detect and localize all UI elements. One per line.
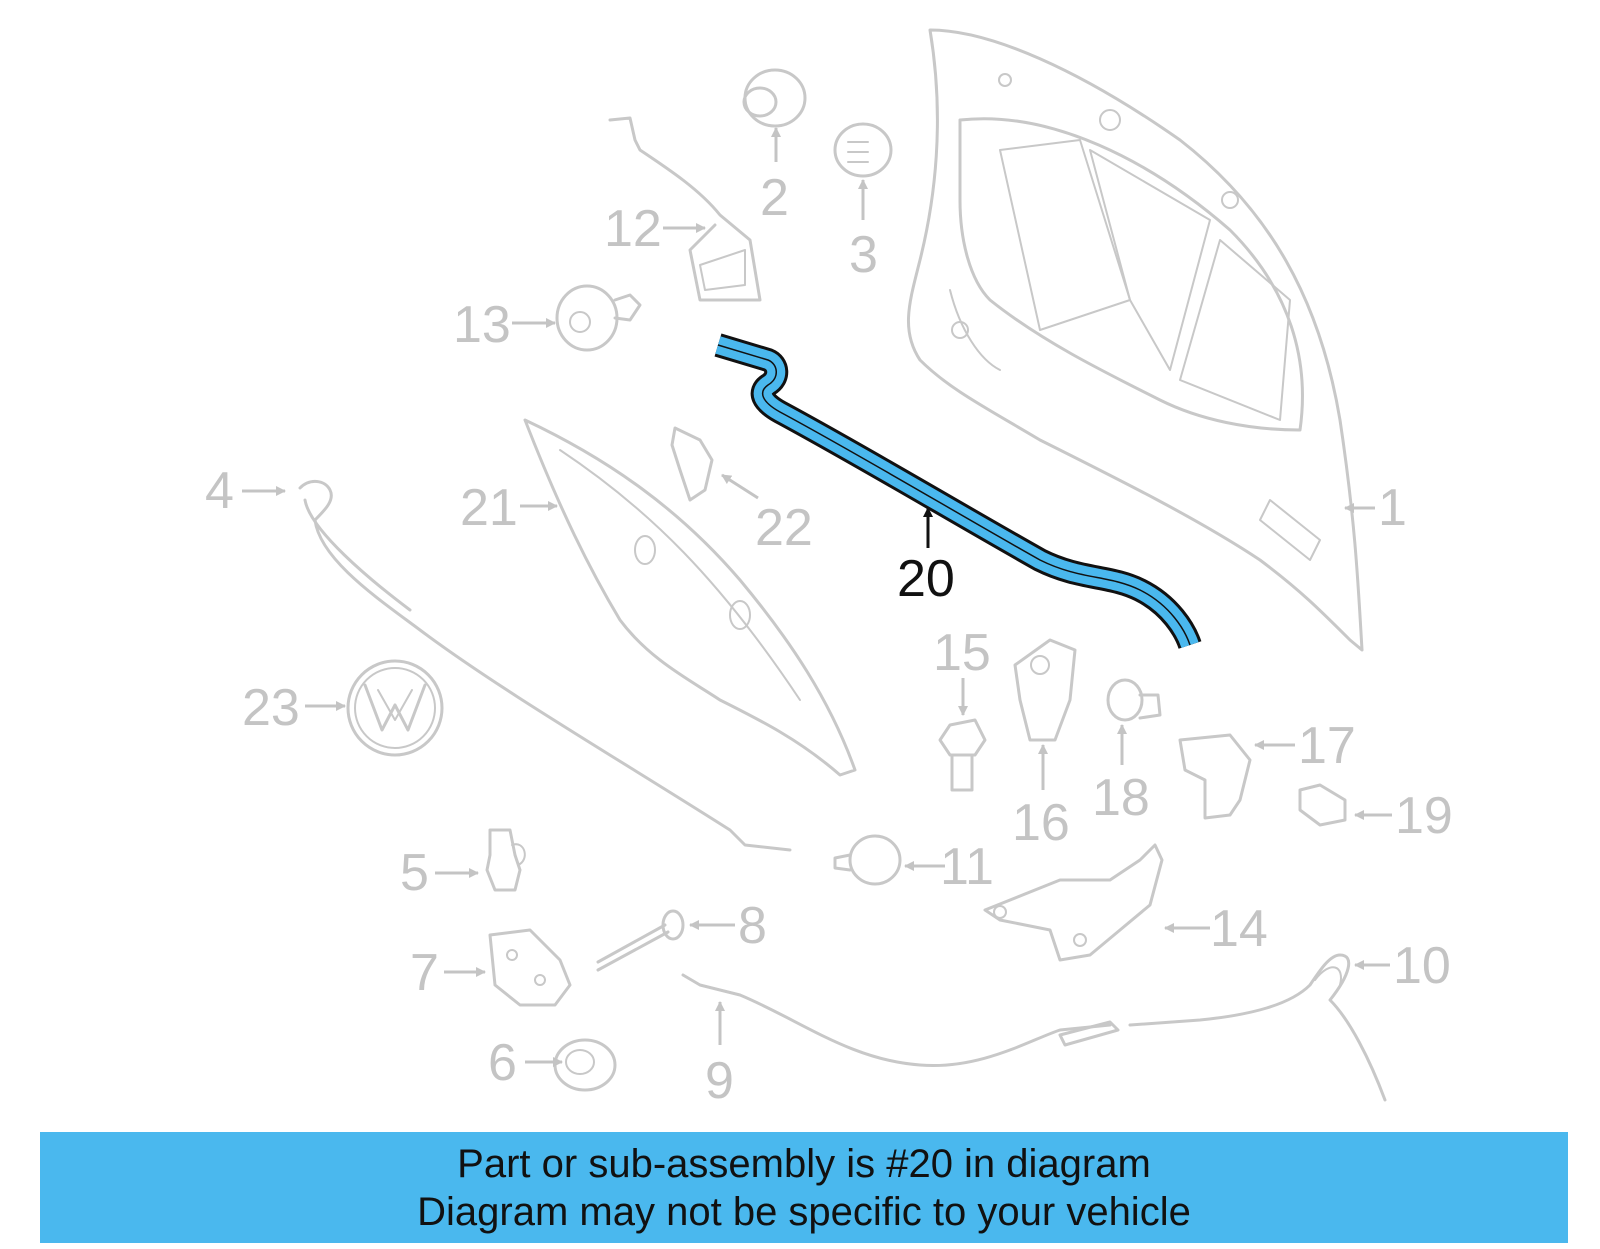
callout-label-2: 2 xyxy=(760,169,789,227)
callout-3: 3 xyxy=(849,179,878,284)
part-4-prop-rod xyxy=(298,480,792,852)
callout-label-15: 15 xyxy=(933,624,991,682)
callout-label-17: 17 xyxy=(1298,717,1356,775)
callout-4: 4 xyxy=(205,462,286,520)
callout-9: 9 xyxy=(705,1001,734,1110)
callout-label-6: 6 xyxy=(488,1034,517,1092)
callout-12: 12 xyxy=(604,200,706,258)
callout-20-highlighted: 20 xyxy=(897,507,955,608)
part-8-bolt xyxy=(596,909,685,972)
part-6-grommet xyxy=(553,1038,617,1092)
banner-line-2: Diagram may not be specific to your vehi… xyxy=(417,1189,1191,1234)
callout-label-22: 22 xyxy=(755,499,813,557)
callout-17: 17 xyxy=(1254,717,1356,775)
callout-label-5: 5 xyxy=(400,844,429,902)
part-3-buffer xyxy=(833,122,893,178)
callout-label-11: 11 xyxy=(940,838,994,896)
callout-2: 2 xyxy=(760,127,789,227)
part-15-bolt xyxy=(938,718,987,792)
part-14-hinge xyxy=(983,843,1164,962)
banner-line-1: Part or sub-assembly is #20 in diagram xyxy=(457,1141,1151,1186)
callout-13: 13 xyxy=(453,296,556,354)
callout-label-21: 21 xyxy=(460,479,518,537)
part-13-bolt xyxy=(555,284,642,352)
callout-22: 22 xyxy=(721,473,813,557)
info-banner: Part or sub-assembly is #20 in diagram D… xyxy=(40,1132,1568,1243)
part-2-grommet xyxy=(742,68,807,128)
callout-label-1: 1 xyxy=(1378,479,1407,537)
callout-10: 10 xyxy=(1354,937,1451,995)
part-1-hood xyxy=(907,28,1364,652)
callout-18: 18 xyxy=(1092,724,1150,827)
callout-label-7: 7 xyxy=(410,944,439,1002)
callout-label-3: 3 xyxy=(849,226,878,284)
callout-label-14: 14 xyxy=(1210,900,1268,958)
callout-14: 14 xyxy=(1164,900,1268,958)
callout-label-16: 16 xyxy=(1012,794,1070,852)
callout-label-19: 19 xyxy=(1395,787,1453,845)
part-16-buffer-bracket xyxy=(1013,638,1077,742)
callout-label-12: 12 xyxy=(604,200,662,258)
callout-7: 7 xyxy=(410,944,486,1002)
callout-21: 21 xyxy=(460,479,558,537)
callout-label-13: 13 xyxy=(453,296,511,354)
callout-label-18: 18 xyxy=(1092,769,1150,827)
part-5-pin xyxy=(485,828,526,892)
part-9-release-cable xyxy=(681,973,1120,1068)
callout-15: 15 xyxy=(933,624,991,716)
part-19-plug xyxy=(1298,783,1347,827)
callout-8: 8 xyxy=(689,897,767,955)
part-10-release-cable xyxy=(1128,953,1387,1102)
callout-16: 16 xyxy=(1012,744,1070,852)
callouts: 1 2 3 4 5 6 7 8 xyxy=(205,127,1453,1110)
callout-label-23: 23 xyxy=(242,679,300,737)
callout-label-10: 10 xyxy=(1393,937,1451,995)
callout-5: 5 xyxy=(400,844,479,902)
callout-label-4: 4 xyxy=(205,462,234,520)
callout-label-8: 8 xyxy=(738,897,767,955)
callout-1: 1 xyxy=(1344,479,1407,537)
part-23-emblem xyxy=(346,659,444,757)
part-21-insulation xyxy=(523,418,857,777)
callout-6: 6 xyxy=(488,1034,563,1092)
callout-label-9: 9 xyxy=(705,1052,734,1110)
part-7-lock xyxy=(488,928,572,1007)
callout-19: 19 xyxy=(1354,787,1453,845)
callout-23: 23 xyxy=(242,679,346,737)
part-18-bolt xyxy=(1106,678,1162,722)
part-12-bracket xyxy=(608,116,762,302)
part-22-clip xyxy=(670,426,714,502)
callout-label-20: 20 xyxy=(897,550,955,608)
part-20-seal xyxy=(714,333,1202,650)
callout-11: 11 xyxy=(904,838,994,896)
part-11-buffer xyxy=(833,834,902,886)
part-17-latch-bracket xyxy=(1178,733,1252,820)
